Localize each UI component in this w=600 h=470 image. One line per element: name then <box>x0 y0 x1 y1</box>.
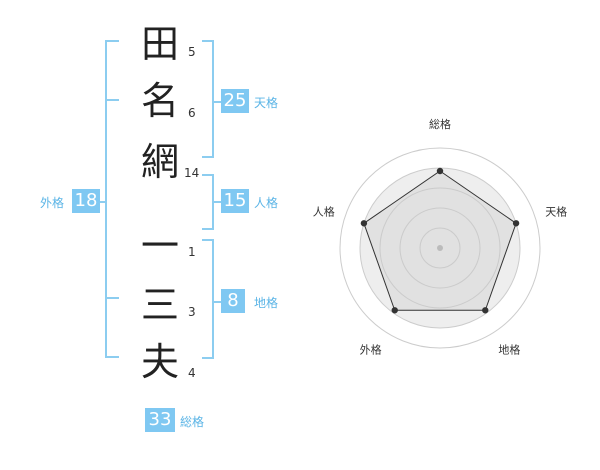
radar-axis-label-tenkaku: 天格 <box>545 205 567 219</box>
gaikaku-label: 外格 <box>40 196 65 210</box>
stroke-count-6: 4 <box>188 366 196 380</box>
chikaku-value: 8 <box>221 289 245 313</box>
radar-point <box>482 307 489 314</box>
stroke-count-5: 3 <box>188 305 196 319</box>
radar-point <box>391 307 398 314</box>
radar-points <box>360 167 520 314</box>
gaikaku-value: 18 <box>72 189 100 213</box>
radar-axis-label-chikaku: 地格 <box>498 343 520 357</box>
radar-center-dot <box>437 245 443 251</box>
stroke-count-4: 1 <box>188 245 196 259</box>
soukaku-value: 33 <box>145 408 175 432</box>
name-char-1: 田 <box>140 22 179 66</box>
stroke-count-1: 5 <box>188 45 196 59</box>
name-char-2: 名 <box>140 79 179 123</box>
jinkaku-value: 15 <box>221 189 249 213</box>
chikaku-label: 地格 <box>254 296 279 310</box>
name-char-3: 網 <box>140 140 179 184</box>
radar-axis-label-gaikaku: 外格 <box>360 343 382 357</box>
radar-point <box>360 220 368 227</box>
radar-polygon <box>363 170 517 311</box>
name-char-6: 夫 <box>140 340 179 384</box>
radar-point <box>436 167 444 175</box>
radar-point <box>512 220 520 227</box>
jinkaku-label: 人格 <box>254 196 279 210</box>
soukaku-label: 総格 <box>180 415 205 429</box>
radar-chart: 総格 天格 地格 外格 人格 <box>313 117 567 357</box>
name-char-4: 一 <box>140 224 179 268</box>
tenkaku-label: 天格 <box>254 96 279 110</box>
stroke-count-3: 14 <box>184 166 200 180</box>
radar-axis-label-jinkaku: 人格 <box>313 205 335 219</box>
name-char-5: 三 <box>140 283 179 327</box>
tenkaku-value: 25 <box>221 89 249 113</box>
radar-axis-label-soukaku: 総格 <box>429 117 451 131</box>
stroke-count-2: 6 <box>188 106 196 120</box>
